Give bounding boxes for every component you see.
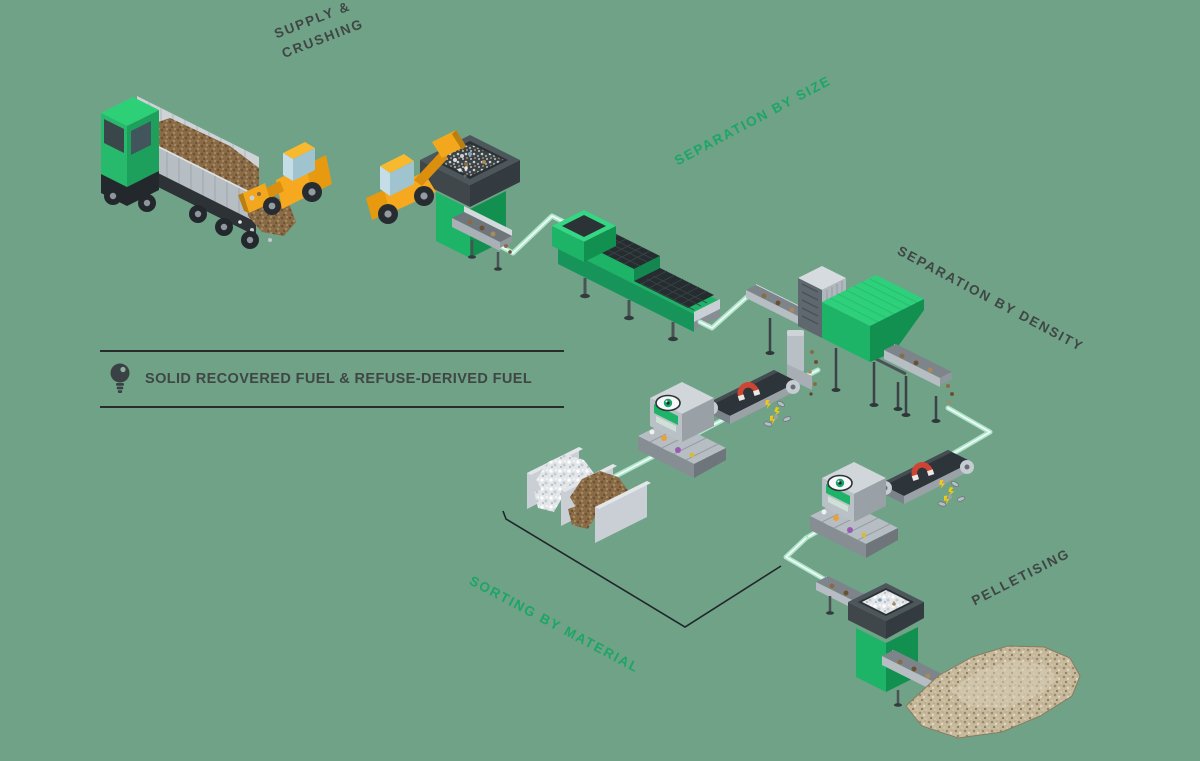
legend-text: SOLID RECOVERED FUEL & REFUSE-DERIVED FU… <box>145 371 533 387</box>
delivery-truck-icon <box>101 96 296 249</box>
wheel-loader-icon <box>238 142 332 215</box>
screening-machine-icon <box>552 210 720 342</box>
optical-sorter-icon <box>809 461 899 559</box>
wheel-loader-icon <box>366 130 468 224</box>
legend: SOLID RECOVERED FUEL & REFUSE-DERIVED FU… <box>100 350 564 408</box>
pelletizer-icon <box>816 576 952 711</box>
flow-connector <box>783 405 993 589</box>
srf-fuel-pile-icon <box>905 645 1081 739</box>
eye-sensor-icon <box>655 394 681 412</box>
flow-connector <box>497 213 569 256</box>
magnetic-separator-icon <box>878 450 974 507</box>
magnetic-separator-icon <box>704 370 800 427</box>
optical-sorter-icon <box>638 382 726 478</box>
storage-bays-icon <box>527 447 651 543</box>
sorting-zone-bracket <box>502 510 782 628</box>
lightbulb-icon <box>110 363 130 393</box>
air-density-separator-icon <box>746 266 954 423</box>
